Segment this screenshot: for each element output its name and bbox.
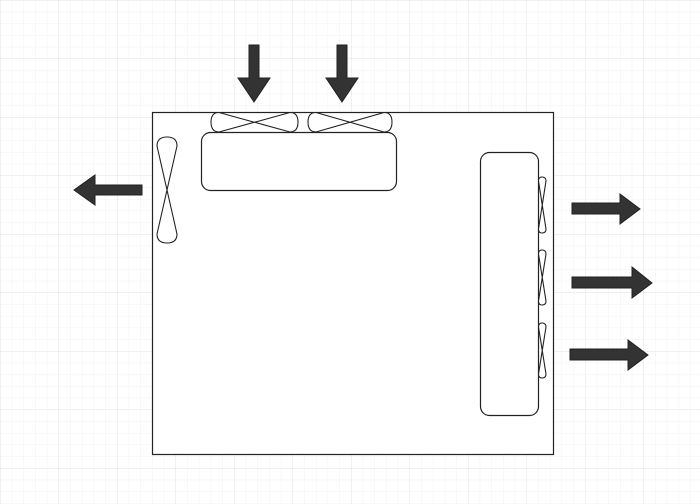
top-fan-2-icon (307, 111, 393, 133)
top-radiator (200, 131, 398, 192)
rear-fan-icon (156, 136, 178, 244)
side-fan-3-icon (537, 322, 547, 379)
side-exhaust-arrow-3-icon (569, 339, 649, 371)
intake-arrow-2-icon (325, 44, 359, 103)
rear-exhaust-arrow-icon (73, 174, 143, 206)
side-fan-2-icon (537, 249, 547, 306)
side-exhaust-arrow-2-icon (571, 265, 653, 299)
side-fan-1-icon (537, 176, 547, 234)
top-fan-1-icon (210, 111, 299, 133)
side-exhaust-arrow-1-icon (571, 193, 641, 225)
side-radiator (479, 151, 540, 417)
intake-arrow-1-icon (237, 44, 271, 103)
